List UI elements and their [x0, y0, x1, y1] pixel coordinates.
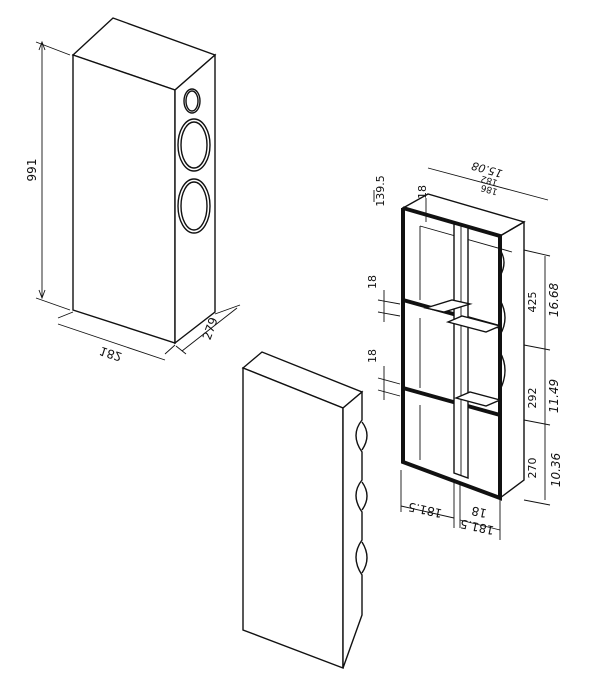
internal-frame: 139.5 18 15.08 182 186 18 18 425 16.68 2… — [366, 159, 563, 540]
dim-bottom-right: 181.5 — [459, 516, 496, 537]
dim-height-total: 991 — [25, 159, 39, 182]
dim-bottom-mid: 18 — [470, 503, 488, 520]
dim-top-depth: 139.5 — [374, 175, 387, 207]
shelf-tab-upper — [423, 299, 473, 313]
side-panel-face — [242, 366, 344, 670]
dim-sec-upper: 425 — [526, 292, 539, 313]
dim-width-top-b: 186 — [480, 182, 500, 196]
dim-shelf-thickness-1: 18 — [366, 275, 379, 289]
shelf-tab-lower — [453, 391, 503, 407]
dim-sec-middle: 292 — [526, 388, 539, 409]
dim-shelf-thickness-2: 18 — [366, 349, 379, 363]
dim-sec-lower: 270 — [526, 458, 539, 479]
midwoofer-hole-icon — [177, 118, 211, 172]
assembled-cabinet: 991 182 279 — [25, 17, 241, 364]
woofer-hole-icon — [177, 178, 211, 234]
dim-width-top-a: 182 — [480, 173, 499, 187]
dim-sec-lower-hand: 10.36 — [549, 452, 563, 487]
dim-top-thickness: 18 — [416, 185, 429, 199]
dim-sec-middle-hand: 11.49 — [547, 379, 561, 413]
side-panel — [241, 351, 368, 670]
tweeter-hole-icon — [183, 88, 201, 114]
dim-width-front: 182 — [98, 344, 124, 364]
dim-bottom-left: 181.5 — [407, 499, 444, 520]
cabinet-side-face — [72, 54, 176, 344]
side-panel-edge-cutouts — [342, 390, 363, 669]
dim-sec-upper-hand: 16.68 — [547, 282, 561, 317]
frame-outline — [402, 207, 501, 500]
